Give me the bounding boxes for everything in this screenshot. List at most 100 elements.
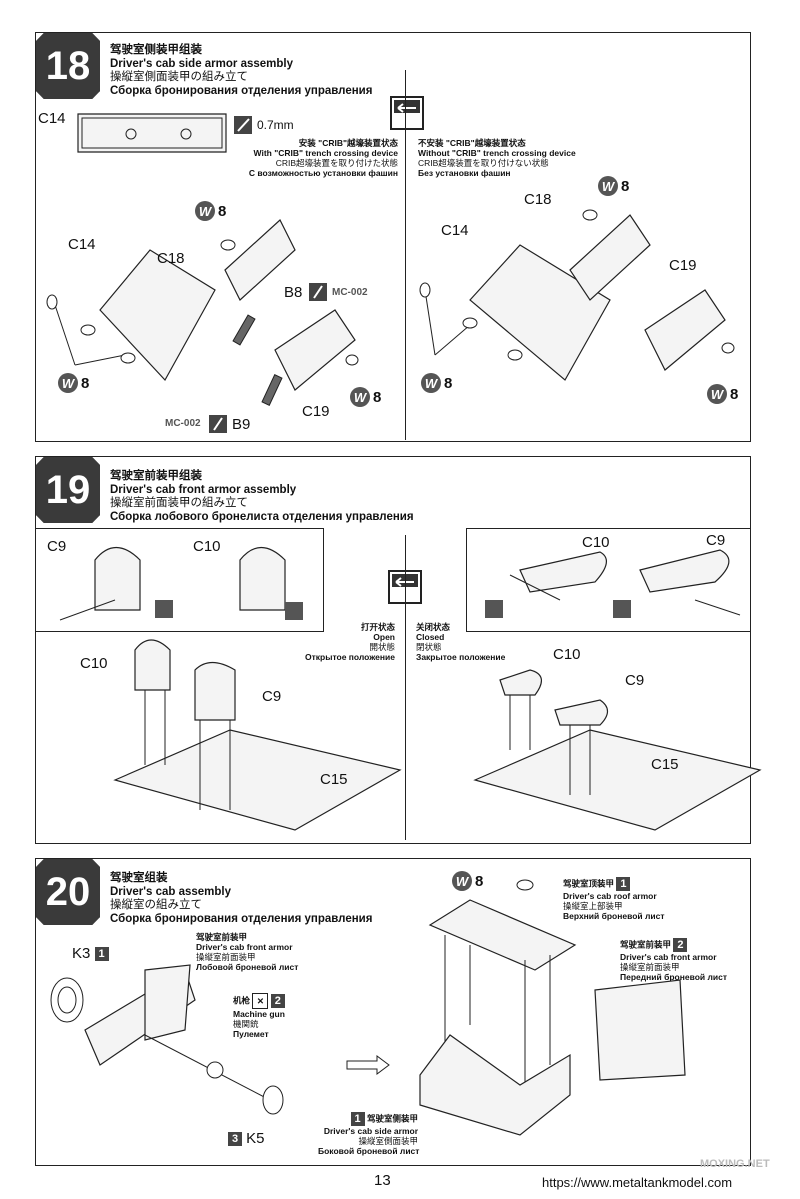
c9-label: C9 <box>262 688 282 705</box>
page-number: 13 <box>374 1172 391 1189</box>
step-19-number: 19 <box>36 457 100 523</box>
caption-en: Machine gun <box>233 1009 285 1019</box>
front2-title-row: 驾驶室前装甲 2 <box>620 938 727 952</box>
step-19-title: 驾驶室前装甲组装 Driver's cab front armor assemb… <box>110 470 414 524</box>
k5-text: K5 <box>246 1130 265 1147</box>
roof-title-row: 驾驶室顶装甲 1 <box>563 877 665 891</box>
c18-label-left: C18 <box>157 250 185 267</box>
w8-qty: 8 <box>621 177 630 195</box>
title-jp: 操縦室側面装甲の組み立て <box>110 71 248 83</box>
c10-label: C10 <box>193 538 221 555</box>
caption-en: Driver's cab roof armor <box>563 891 657 901</box>
step-19-divider <box>405 535 406 840</box>
c10-label: C10 <box>80 655 108 672</box>
caption-ru: Закрытое положение <box>416 652 506 662</box>
step-18-title: 驾驶室侧装甲组装 Driver's cab side armor assembl… <box>110 44 372 98</box>
k5-label: 3 K5 <box>228 1130 265 1147</box>
mc-label: MC-002 <box>165 418 201 429</box>
w8-qty: 8 <box>373 388 382 406</box>
caption-ru: Открытое положение <box>304 652 395 662</box>
front-armor-caption: 驾驶室前装甲 Driver's cab front armor 操縦室前面装甲 … <box>196 932 298 972</box>
caption-en: Open <box>373 632 395 642</box>
front-armor2-caption: 驾驶室前装甲 2 Driver's cab front armor 操縦室前面装… <box>620 938 727 982</box>
caption-en: Driver's cab side armor <box>323 1126 418 1136</box>
roof-armor-caption: 驾驶室顶装甲 1 Driver's cab roof armor 操縦室上部装甲… <box>563 877 665 921</box>
caption-ru: Без установки фашин <box>418 168 511 178</box>
caption-jp: 操縦室上部装甲 <box>563 901 623 911</box>
side-number: 1 <box>350 1112 365 1126</box>
caption-en: With "CRIB" trench crossing device <box>253 148 398 158</box>
k3-label: K3 1 <box>72 945 109 962</box>
c14-label-left: C14 <box>68 236 96 253</box>
caption-ru: Лобовой броневой лист <box>196 962 299 972</box>
w-icon: W <box>707 384 727 404</box>
c9-label: C9 <box>706 532 726 549</box>
step-20-title: 驾驶室组装 Driver's cab assembly 操縦室の組み立て Сбо… <box>110 872 372 926</box>
k5-number: 3 <box>228 1132 242 1147</box>
caption-jp: CRIB超壕装置を取り付けた状態 <box>275 158 398 168</box>
caption-cn: 关闭状态 <box>416 622 451 632</box>
cement-icon <box>209 415 227 433</box>
k3-text: K3 <box>72 945 91 962</box>
w-icon: W <box>58 373 78 393</box>
w8-qty: 8 <box>218 202 227 220</box>
caption-cn: 驾驶室侧装甲 <box>366 1113 418 1124</box>
title-en: Driver's cab assembly <box>110 885 232 898</box>
caption-cn: 机枪 <box>233 995 251 1006</box>
c14-label-right: C14 <box>441 222 469 239</box>
w8-qty: 8 <box>444 374 453 392</box>
caption-en: Closed <box>416 632 445 642</box>
caption-en: Without "CRIB" trench crossing device <box>418 148 576 158</box>
title-cn: 驾驶室前装甲组装 <box>110 470 202 482</box>
caption-cn: 打开状态 <box>360 622 395 632</box>
caption-ru: С возможностью установки фашин <box>248 168 398 178</box>
step-20-number: 20 <box>36 859 100 925</box>
cement-icon <box>309 283 327 301</box>
caption-jp: CRIB超壕装置を取り付けない状態 <box>418 158 549 168</box>
title-jp: 操縦室の組み立て <box>110 899 202 911</box>
title-ru: Сборка бронирования отделения управления <box>110 912 373 925</box>
c18-label-right: C18 <box>524 191 552 208</box>
c19-label-left: C19 <box>302 403 330 420</box>
title-cn: 驾驶室侧装甲组装 <box>110 44 202 56</box>
caption-cn: 不安装 "CRIB"越壕装置状态 <box>418 138 526 148</box>
caption-jp: 操縦室側面装甲 <box>358 1136 418 1146</box>
side-armor-caption: 1 驾驶室侧装甲 Driver's cab side armor 操縦室側面装甲… <box>318 1112 419 1156</box>
open-caption: 打开状态 Open 開状態 Открытое положение <box>280 622 395 662</box>
w8-qty: 8 <box>730 385 739 403</box>
title-ru: Сборка лобового бронелиста отделения упр… <box>110 510 414 523</box>
watermark: MOXING.NET <box>700 1158 770 1170</box>
caption-jp: 操縦室前面装甲 <box>196 952 256 962</box>
w-icon: W <box>421 373 441 393</box>
side-title-row: 1 驾驶室侧装甲 <box>318 1112 418 1126</box>
caption-ru: Передний броневой лист <box>620 972 728 982</box>
c14-part-drawing <box>77 113 227 153</box>
with-crib-caption: 安装 "CRIB"越壕装置状态 With "CRIB" trench cross… <box>220 138 398 178</box>
title-cn: 驾驶室组装 <box>110 872 168 884</box>
swap-arrow-icon <box>390 96 424 130</box>
thickness-label: 0.7mm <box>257 118 294 132</box>
mg-title-row: 机枪 ✕ 2 <box>233 993 285 1009</box>
caption-jp: 閉状態 <box>416 642 442 652</box>
step-18-number: 18 <box>36 33 100 99</box>
machine-gun-caption: 机枪 ✕ 2 Machine gun 機関銃 Пулемет <box>233 993 285 1039</box>
step-18-left-drawing <box>46 219 359 406</box>
title-en: Driver's cab front armor assembly <box>110 483 297 496</box>
c15-label: C15 <box>320 771 348 788</box>
w-icon: W <box>452 871 472 891</box>
caption-en: Driver's cab front armor <box>620 952 717 962</box>
caption-cn: 驾驶室顶装甲 <box>563 878 615 889</box>
roof-number: 1 <box>616 877 631 891</box>
c10-label: C10 <box>553 646 581 663</box>
c10-label: C10 <box>582 534 610 551</box>
footer-url[interactable]: https://www.metaltankmodel.com <box>542 1175 733 1190</box>
step-18-right-drawing <box>419 209 735 381</box>
arrow-right-icon <box>346 1055 390 1075</box>
title-ru: Сборка бронирования отделения управления <box>110 84 373 97</box>
w-icon: W <box>195 201 215 221</box>
